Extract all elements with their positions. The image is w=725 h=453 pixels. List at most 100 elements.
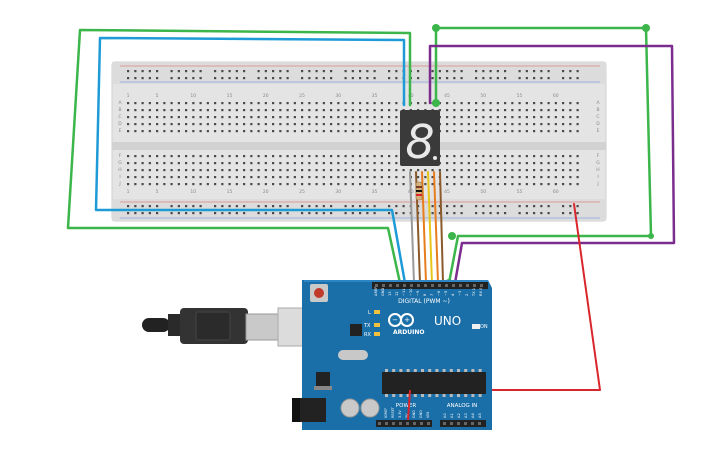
breadboard-hole bbox=[525, 109, 528, 112]
breadboard-column-number: 15 bbox=[227, 93, 233, 99]
power-pin[interactable] bbox=[420, 422, 423, 425]
digital-pin[interactable] bbox=[375, 284, 378, 287]
digital-pin[interactable] bbox=[480, 284, 483, 287]
breadboard[interactable]: 1155101015152020252530303535404045455050… bbox=[111, 61, 607, 222]
breadboard-hole bbox=[344, 176, 347, 179]
digital-pin[interactable] bbox=[431, 284, 434, 287]
breadboard-hole bbox=[301, 130, 304, 133]
breadboard-hole bbox=[460, 109, 463, 112]
breadboard-hole bbox=[286, 77, 289, 80]
breadboard-hole bbox=[518, 183, 521, 186]
digital-pin[interactable] bbox=[445, 284, 448, 287]
digital-pin[interactable] bbox=[410, 284, 413, 287]
breadboard-hole bbox=[185, 169, 188, 172]
breadboard-hole bbox=[344, 77, 347, 80]
digital-pin[interactable] bbox=[396, 284, 399, 287]
breadboard-hole bbox=[540, 116, 543, 119]
breadboard-hole bbox=[308, 183, 311, 186]
digital-header[interactable] bbox=[372, 282, 488, 289]
breadboard-hole bbox=[525, 205, 528, 208]
analog-pin[interactable] bbox=[443, 422, 446, 425]
breadboard-hole bbox=[141, 109, 144, 112]
digital-pin[interactable] bbox=[403, 284, 406, 287]
power-header[interactable] bbox=[376, 420, 432, 427]
breadboard-hole bbox=[221, 162, 224, 165]
breadboard-hole bbox=[192, 183, 195, 186]
power-pin[interactable] bbox=[427, 422, 430, 425]
digital-pin[interactable] bbox=[389, 284, 392, 287]
analog-pin[interactable] bbox=[471, 422, 474, 425]
digital-pin[interactable] bbox=[466, 284, 469, 287]
digital-pin[interactable] bbox=[438, 284, 441, 287]
seven-segment-display[interactable]: 8 bbox=[400, 110, 440, 169]
breadboard-hole bbox=[250, 130, 253, 133]
breadboard-hole bbox=[373, 162, 376, 165]
wire-orange[interactable] bbox=[421, 171, 427, 284]
breadboard-hole bbox=[388, 109, 391, 112]
power-pin[interactable] bbox=[413, 422, 416, 425]
breadboard-hole bbox=[460, 155, 463, 158]
breadboard-hole bbox=[141, 183, 144, 186]
breadboard-hole bbox=[235, 162, 238, 165]
wire-gray[interactable] bbox=[409, 171, 415, 284]
breadboard-hole bbox=[431, 169, 434, 172]
breadboard-hole bbox=[489, 102, 492, 105]
breadboard-hole bbox=[148, 102, 151, 105]
wire-purple[interactable] bbox=[428, 44, 676, 285]
wire-orange-2[interactable] bbox=[433, 171, 439, 284]
breadboard-hole bbox=[206, 116, 209, 119]
resistor[interactable] bbox=[415, 181, 423, 201]
chip-pin bbox=[428, 369, 432, 372]
wire-yellow[interactable] bbox=[427, 171, 433, 284]
breadboard-hole bbox=[322, 102, 325, 105]
analog-pin-label: A1 bbox=[450, 413, 454, 418]
analog-pin[interactable] bbox=[457, 422, 460, 425]
breadboard-hole bbox=[446, 183, 449, 186]
breadboard-hole bbox=[482, 109, 485, 112]
breadboard-hole bbox=[518, 130, 521, 133]
breadboard-hole bbox=[177, 109, 180, 112]
analog-pin[interactable] bbox=[450, 422, 453, 425]
breadboard-hole bbox=[308, 155, 311, 158]
digital-pin[interactable] bbox=[417, 284, 420, 287]
digital-pin[interactable] bbox=[452, 284, 455, 287]
breadboard-row-letter: C bbox=[118, 114, 121, 120]
digital-pin[interactable] bbox=[424, 284, 427, 287]
breadboard-hole bbox=[134, 77, 137, 80]
breadboard-hole bbox=[192, 102, 195, 105]
breadboard-hole bbox=[518, 116, 521, 119]
digital-pin-label: ~3 bbox=[458, 291, 462, 296]
breadboard-hole bbox=[351, 183, 354, 186]
power-pin[interactable] bbox=[399, 422, 402, 425]
breadboard-hole bbox=[199, 155, 202, 158]
breadboard-hole bbox=[562, 123, 565, 126]
breadboard-hole bbox=[431, 70, 434, 73]
breadboard-hole bbox=[496, 70, 499, 73]
breadboard-hole bbox=[533, 183, 536, 186]
display-digit: 8 bbox=[405, 115, 434, 169]
breadboard-hole bbox=[337, 176, 340, 179]
breadboard-hole bbox=[279, 70, 282, 73]
power-pin[interactable] bbox=[385, 422, 388, 425]
breadboard-hole bbox=[315, 169, 318, 172]
analog-pin[interactable] bbox=[478, 422, 481, 425]
breadboard-hole bbox=[257, 123, 260, 126]
digital-pin[interactable] bbox=[382, 284, 385, 287]
breadboard-hole bbox=[511, 155, 514, 158]
wire-brown-2[interactable] bbox=[439, 171, 444, 284]
analog-pin[interactable] bbox=[464, 422, 467, 425]
wire-blue[interactable] bbox=[94, 36, 407, 285]
power-pin[interactable] bbox=[378, 422, 381, 425]
power-pin[interactable] bbox=[392, 422, 395, 425]
breadboard-hole bbox=[192, 70, 195, 73]
wire-green-left[interactable] bbox=[66, 28, 412, 285]
breadboard-hole bbox=[554, 102, 557, 105]
digital-pin[interactable] bbox=[473, 284, 476, 287]
breadboard-hole bbox=[373, 70, 376, 73]
chip-pin bbox=[449, 394, 453, 397]
digital-pin[interactable] bbox=[459, 284, 462, 287]
breadboard-hole bbox=[286, 70, 289, 73]
analog-header[interactable] bbox=[440, 420, 486, 427]
power-pin[interactable] bbox=[406, 422, 409, 425]
